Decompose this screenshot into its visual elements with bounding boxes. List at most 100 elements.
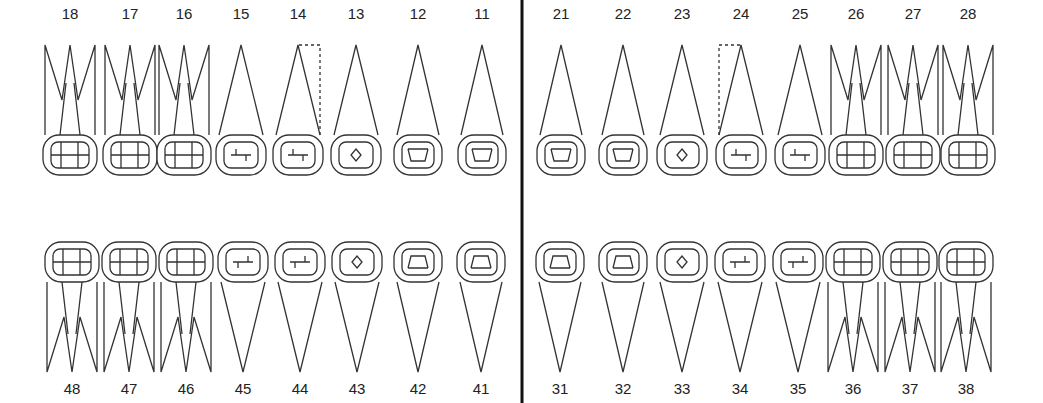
occlusal-detail xyxy=(677,149,687,161)
tooth-figure xyxy=(939,242,993,372)
tooth-figure xyxy=(332,242,382,372)
tooth-figure xyxy=(157,45,211,175)
occlusal-detail xyxy=(110,249,148,275)
tooth-figure xyxy=(218,242,268,372)
occlusal-surface xyxy=(544,249,576,275)
tooth-number: 38 xyxy=(956,381,977,396)
occlusal-detail xyxy=(949,142,987,168)
crown-outline xyxy=(102,242,156,282)
tooth-number: 46 xyxy=(176,381,197,396)
tooth-number: 23 xyxy=(672,6,693,21)
tooth-figure xyxy=(599,45,647,175)
teeth-group xyxy=(43,45,995,372)
tooth-root xyxy=(885,282,935,372)
occlusal-detail xyxy=(288,149,308,161)
tooth-number: 28 xyxy=(958,6,979,21)
occlusal-surface xyxy=(466,142,498,168)
tooth-number: 41 xyxy=(471,381,492,396)
tooth-number: 44 xyxy=(290,381,311,396)
tooth-number: 31 xyxy=(550,381,571,396)
occlusal-surface xyxy=(402,249,434,275)
tooth-figure xyxy=(43,45,97,175)
occlusal-surface xyxy=(949,142,987,168)
tooth-number: 17 xyxy=(120,6,141,21)
occlusal-detail xyxy=(351,149,361,161)
occlusal-detail xyxy=(408,149,428,161)
crown-outline xyxy=(457,242,505,282)
occlusal-detail xyxy=(111,142,149,168)
crown-outline xyxy=(331,135,381,175)
occlusal-detail xyxy=(730,256,750,268)
occlusal-surface xyxy=(665,142,699,168)
occlusal-surface xyxy=(545,142,577,168)
occlusal-detail xyxy=(167,249,205,275)
crown-outline xyxy=(715,242,765,282)
tooth-root xyxy=(219,45,263,135)
tooth-root xyxy=(47,282,97,372)
crown-outline xyxy=(159,242,213,282)
occlusal-detail xyxy=(471,256,491,268)
tooth-root xyxy=(719,45,763,135)
occlusal-detail xyxy=(53,249,91,275)
crown-outline xyxy=(394,242,442,282)
occlusal-surface xyxy=(723,249,757,275)
tooth-figure xyxy=(273,45,323,175)
occlusal-surface xyxy=(340,249,374,275)
occlusal-surface xyxy=(110,249,148,275)
tooth-number: 22 xyxy=(613,6,634,21)
crown-outline xyxy=(829,135,883,175)
occlusal-surface xyxy=(724,142,758,168)
occlusal-surface xyxy=(402,142,434,168)
tooth-number: 26 xyxy=(846,6,867,21)
tooth-root xyxy=(888,45,938,135)
tooth-root xyxy=(660,282,704,372)
occlusal-detail xyxy=(408,256,428,268)
crown-outline xyxy=(157,135,211,175)
occlusal-surface xyxy=(226,249,260,275)
occlusal-surface xyxy=(339,142,373,168)
crown-outline xyxy=(599,135,647,175)
tooth-figure xyxy=(883,242,937,372)
occlusal-detail xyxy=(231,149,251,161)
tooth-figure xyxy=(45,242,99,372)
tooth-number: 45 xyxy=(233,381,254,396)
tooth-figure xyxy=(102,242,156,372)
tooth-figure xyxy=(826,242,880,372)
tooth-figure xyxy=(599,242,647,372)
tooth-figure xyxy=(159,242,213,372)
tooth-number: 15 xyxy=(231,6,252,21)
tooth-number: 11 xyxy=(472,6,492,21)
tooth-root xyxy=(776,282,820,372)
occlusal-surface xyxy=(283,249,317,275)
tooth-root xyxy=(602,282,644,372)
occlusal-surface xyxy=(465,249,497,275)
occlusal-surface xyxy=(51,142,89,168)
occlusal-surface xyxy=(834,249,872,275)
tooth-figure xyxy=(457,242,505,372)
crown-outline xyxy=(716,135,766,175)
occlusal-surface xyxy=(53,249,91,275)
tooth-figure xyxy=(657,242,707,372)
second-root-dashed xyxy=(298,45,320,135)
tooth-root xyxy=(105,45,155,135)
tooth-number: 16 xyxy=(174,6,195,21)
crown-outline xyxy=(103,135,157,175)
crown-outline xyxy=(216,135,266,175)
tooth-figure xyxy=(941,45,995,175)
occlusal-detail xyxy=(550,256,570,268)
tooth-root xyxy=(159,45,209,135)
occlusal-surface xyxy=(783,142,817,168)
occlusal-surface xyxy=(891,249,929,275)
midline xyxy=(521,0,524,403)
occlusal-detail xyxy=(677,256,687,268)
tooth-root xyxy=(828,282,878,372)
tooth-number: 37 xyxy=(900,381,921,396)
crown-outline xyxy=(332,242,382,282)
crown-outline xyxy=(886,135,940,175)
crown-outline xyxy=(537,135,585,175)
crown-outline xyxy=(458,135,506,175)
crown-outline xyxy=(43,135,97,175)
tooth-figure xyxy=(829,45,883,175)
occlusal-surface xyxy=(837,142,875,168)
